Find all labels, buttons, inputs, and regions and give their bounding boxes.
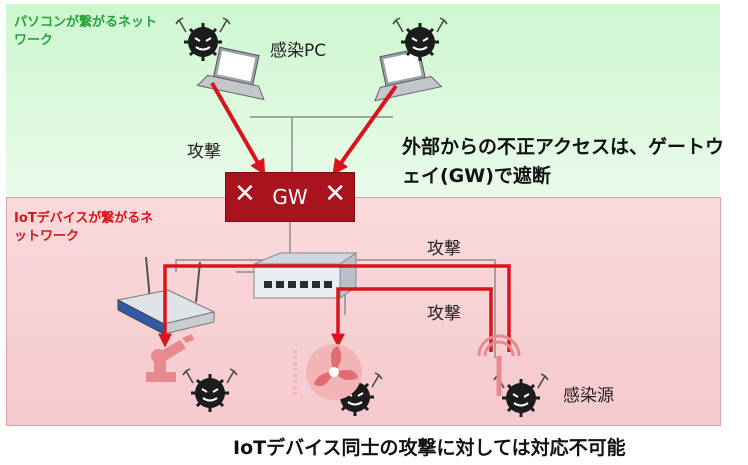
iot-network-label: IoTデバイスが繋がるネットワーク	[14, 211, 154, 244]
gateway-block-message: 外部からの不正アクセスは、ゲートウェイ(GW)で遮断	[402, 136, 725, 187]
gateway-icon: ✕ GW ✕	[225, 172, 355, 222]
pc-network-zone	[6, 4, 720, 197]
robot-arm-icon	[146, 334, 194, 382]
pc-network-links	[250, 116, 393, 172]
fan-icon	[293, 344, 362, 400]
sensor-icon	[477, 334, 521, 396]
virus-icon	[181, 367, 239, 414]
infection-source-label: 感染源	[563, 386, 614, 406]
attack-label-iot-2: 攻撃	[427, 304, 461, 324]
pc-network-label: パソコンが繋がるネットワーク	[14, 15, 158, 48]
block-x-icon: ✕	[324, 179, 346, 209]
block-x-icon: ✕	[234, 179, 256, 209]
attack-label-iot-1: 攻撃	[427, 239, 461, 259]
infected-pc-label: 感染PC	[270, 41, 327, 61]
attack-arrows-to-gateway	[210, 82, 398, 176]
iot-limitation-message: IoTデバイス同士の攻撃に対しては対応不可能	[233, 437, 626, 459]
iot-attack-paths	[158, 264, 511, 352]
virus-icon	[492, 372, 550, 419]
gateway-label: GW	[272, 185, 308, 209]
attack-label-pc: 攻撃	[187, 142, 221, 162]
switch-icon	[253, 252, 358, 299]
